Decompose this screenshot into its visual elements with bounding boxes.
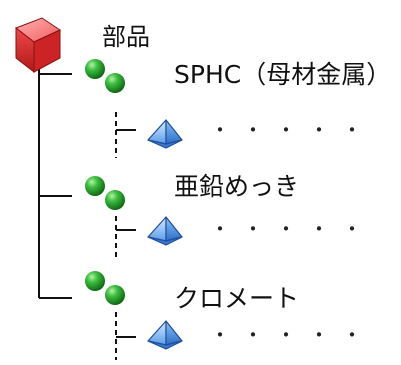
material-label-zinc: 亜鉛めっき	[174, 172, 300, 201]
red-cube-icon	[14, 17, 62, 74]
blue-pyramid-icon	[147, 119, 183, 149]
root-label: 部品	[102, 23, 150, 51]
green-spheres-icon	[85, 59, 125, 93]
blue-pyramid-icon	[147, 320, 183, 350]
material-label-sphc: SPHC（母材金属）	[174, 60, 392, 89]
material-label-chromate: クロメート	[174, 284, 300, 313]
child-ellipsis: ・・・・・	[210, 118, 375, 142]
connector-lines	[38, 58, 136, 360]
blue-pyramid-icon	[147, 216, 183, 246]
green-spheres-icon	[85, 176, 125, 210]
child-ellipsis: ・・・・・	[210, 323, 375, 347]
green-spheres-icon	[85, 271, 125, 305]
child-ellipsis: ・・・・・	[210, 217, 375, 241]
